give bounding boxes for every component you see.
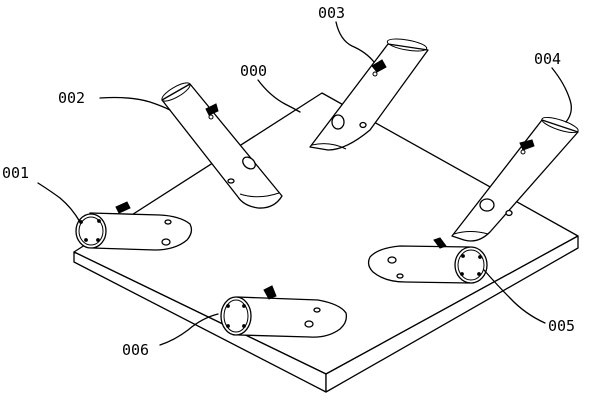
clip-icon xyxy=(115,201,131,214)
clip-icon xyxy=(371,59,387,77)
label-001: 001 xyxy=(2,164,29,182)
clip-icon xyxy=(433,237,447,249)
clip-icon xyxy=(519,139,535,155)
part-001 xyxy=(75,201,193,251)
part-005 xyxy=(367,237,488,284)
leader-001 xyxy=(37,182,81,223)
label-004: 004 xyxy=(534,50,561,68)
leader-003 xyxy=(335,21,375,63)
leader-004 xyxy=(551,67,572,123)
clip-icon xyxy=(205,103,219,120)
leader-lines xyxy=(37,21,572,346)
leader-005 xyxy=(483,269,546,324)
part-002 xyxy=(161,82,283,209)
label-006: 006 xyxy=(122,341,149,359)
leader-002 xyxy=(99,96,171,111)
clip-icon xyxy=(263,285,277,300)
label-005: 005 xyxy=(548,317,575,335)
leader-000 xyxy=(257,79,301,113)
reference-labels: 000 001 002 003 004 005 006 xyxy=(2,4,575,359)
part-006 xyxy=(220,285,348,338)
part-003 xyxy=(309,38,429,151)
label-000: 000 xyxy=(240,62,267,80)
part-004 xyxy=(451,116,579,242)
label-002: 002 xyxy=(58,89,85,107)
label-003: 003 xyxy=(318,4,345,22)
leader-006 xyxy=(159,313,219,346)
